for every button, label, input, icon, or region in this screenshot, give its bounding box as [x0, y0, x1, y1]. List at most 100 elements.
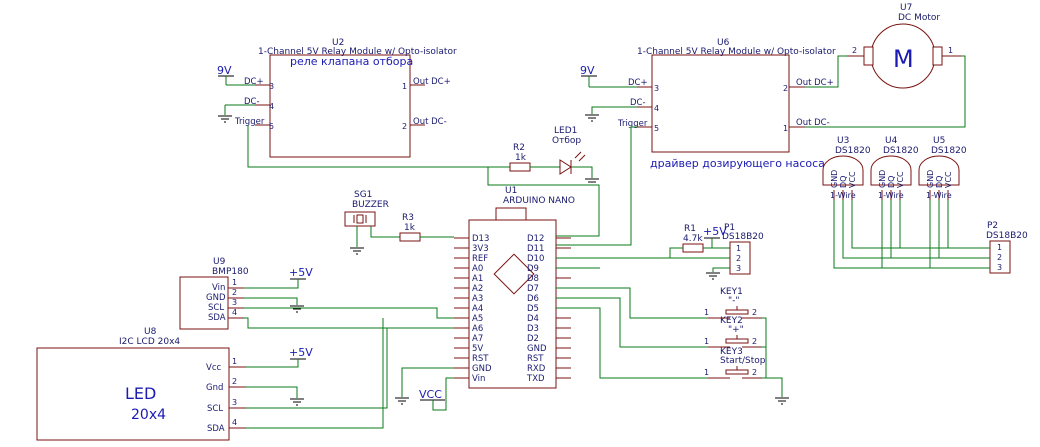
sensor-pin: GND [926, 170, 935, 188]
sensor-pin: GND [878, 170, 887, 188]
sensor-ref: U4 [885, 136, 898, 146]
u9-num-2: 2 [232, 288, 237, 297]
nano-pin-right: D7 [527, 284, 539, 294]
u2-pin-dcplus: DC+ [244, 77, 264, 87]
u6-num-2: 2 [783, 84, 788, 93]
u8-pin-sda: SDA [207, 424, 225, 434]
motor-letter: M [893, 45, 914, 73]
u2-pin-outdcminus: Out DC- [413, 117, 447, 127]
ground-symbol [290, 305, 304, 313]
sensor-ref: U5 [933, 136, 945, 146]
u6-num-4: 4 [654, 104, 659, 113]
nano-pin-right: D2 [527, 334, 539, 344]
u2-num-5: 5 [269, 122, 274, 131]
u8-pin-gnd: Gnd [206, 383, 223, 393]
p2-pin-2: 2 [997, 253, 1002, 262]
ground-symbol [350, 247, 364, 255]
key-value: "+" [728, 325, 744, 335]
nano-pin-right: RXD [527, 364, 546, 374]
nano-pin-right: D4 [527, 314, 539, 324]
nano-pin-right: D6 [527, 294, 539, 304]
key-ref: KEY2 [720, 316, 743, 326]
u6-title: 1-Channel 5V Relay Module w/ Opto-isolat… [637, 47, 836, 57]
nano-pin-left: GND [472, 364, 492, 374]
nano-pin-left: A0 [472, 264, 483, 274]
nano-pin-left: A7 [472, 334, 483, 344]
net-5v-u9: +5V [289, 266, 313, 279]
u6-pin-trigger: Trigger [617, 119, 648, 129]
ground-symbol [395, 397, 409, 405]
nano-pin-left: 3V3 [472, 244, 489, 254]
u9-pin-gnd: GND [206, 293, 226, 303]
nano-pin-right: D3 [527, 324, 539, 334]
r1-value: 4.7k [683, 234, 703, 244]
key-value: Start/Stop [720, 356, 766, 366]
led1-ref: LED1 [554, 126, 577, 136]
sensor-pin: DQ [839, 176, 848, 188]
sensor-value: DS1820 [883, 146, 919, 156]
key-ref: KEY1 [720, 287, 743, 297]
nano-pin-left: A3 [472, 294, 483, 304]
arduino-nano-u1: U1 ARDUINO NANO D133V3REFA0A1A2A3A4A5A6A… [454, 186, 575, 389]
nano-pin-left: 5V [472, 344, 483, 354]
u2-pin-outdcplus: Out DC+ [413, 77, 451, 87]
u6-num-5: 5 [654, 124, 659, 133]
sensor-ref: U3 [837, 136, 849, 146]
u6-pin-dcplus: DC+ [628, 78, 648, 88]
nano-pin-right: D9 [527, 264, 539, 274]
u2-title: 1-Channel 5V Relay Module w/ Opto-isolat… [258, 47, 457, 57]
u6-russian-label: драйвер дозирующего насоса [650, 157, 825, 170]
net-9v-right: 9V [580, 64, 595, 77]
nano-pin-left: Vin [472, 374, 485, 384]
nano-pin-left: D13 [472, 234, 489, 244]
resistor-r2: R2 1k [509, 143, 531, 172]
u6-ref: U6 [717, 38, 730, 48]
ground-symbol [290, 398, 304, 406]
u9-num-3: 3 [232, 298, 237, 307]
u8-value: I2C LCD 20x4 [119, 337, 180, 347]
sensor-pin: DQ [887, 176, 896, 188]
u9-pin-sda: SDA [208, 313, 226, 323]
led1-value: Отбор [552, 136, 581, 146]
sg1-ref: SG1 [354, 190, 372, 200]
ground-symbol [585, 178, 599, 186]
u8-num-3: 3 [232, 398, 237, 407]
u8-pin-scl: SCL [207, 404, 223, 414]
sensor-pin: DQ [935, 176, 944, 188]
key-pin-1: 1 [704, 308, 709, 317]
sensor-u9-bmp180: U9 BMP180 Vin GND SCL SDA 1 2 3 4 [179, 257, 249, 330]
u2-pin-dcminus: DC- [244, 97, 260, 107]
ground-symbol [775, 397, 789, 405]
u8-num-1: 1 [232, 357, 237, 366]
nano-pin-right: GND [527, 344, 547, 354]
net-9v-left: 9V [217, 64, 232, 77]
key-ref: KEY3 [720, 347, 743, 357]
net-5v-u8: +5V [289, 346, 313, 359]
sensor-value: DS1820 [931, 146, 967, 156]
lcd-label-led: LED [125, 384, 156, 403]
nano-pin-left: REF [472, 254, 488, 264]
nano-pin-left: RST [472, 354, 489, 364]
connector-p1: P1 DS18B20 1 2 3 [722, 223, 764, 275]
nano-pin-right: D10 [527, 254, 544, 264]
sensor-pin: VCC [848, 171, 857, 188]
nano-pin-left: A6 [472, 324, 483, 334]
key-pin-1: 1 [704, 337, 709, 346]
p1-pin-2: 2 [736, 254, 741, 263]
p1-value: DS18B20 [722, 232, 764, 242]
u1-ref: U1 [505, 186, 517, 196]
nano-pin-right: D8 [527, 274, 539, 284]
nano-pin-right: TXD [526, 374, 545, 384]
u9-num-1: 1 [232, 278, 237, 287]
u2-num-4: 4 [269, 102, 274, 111]
nano-pin-right: RST [527, 354, 544, 364]
r3-value: 1k [404, 223, 416, 233]
buzzer-sg1: SG1 BUZZER [344, 190, 389, 227]
p2-value: DS18B20 [986, 231, 1028, 241]
sg1-value: BUZZER [352, 200, 389, 210]
